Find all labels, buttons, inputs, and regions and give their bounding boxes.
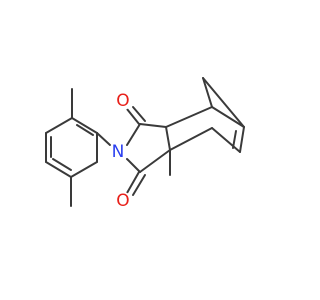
carbonyl-bottom-ring-bond <box>139 149 171 173</box>
atom-o1-label: O <box>116 91 129 111</box>
n-carbonyl-bottom-bond <box>126 158 141 173</box>
atom-o1: O <box>114 91 132 111</box>
atom-n1-label: N <box>112 142 125 162</box>
carbonyl-top-ring-bond <box>139 123 167 128</box>
ring-inner-double-1 <box>76 124 94 136</box>
n-carbonyl-top-bond <box>126 123 141 146</box>
cage-bond-2 <box>169 127 213 151</box>
atom-o2: O <box>114 191 132 211</box>
cage-bond-3 <box>211 106 245 128</box>
n-aryl-bond <box>96 132 111 146</box>
atom-n1-background <box>109 143 127 161</box>
ring-bond-4 <box>45 161 72 178</box>
bridge-bond-1 <box>202 77 213 108</box>
ring-bond-3 <box>70 161 98 178</box>
atom-o1-background <box>114 92 132 110</box>
molecule-structure: N O O <box>45 77 245 211</box>
co-bottom-bond-a <box>126 171 140 194</box>
cage-bond-1 <box>165 106 213 128</box>
co-bottom-bond-b <box>132 174 146 196</box>
bridge-bond-2 <box>202 77 245 128</box>
bond-layer <box>45 77 245 207</box>
ring-inner-double-2 <box>52 158 72 171</box>
cage-double-inner <box>232 130 237 149</box>
cage-double-outer <box>239 126 245 153</box>
co-top-bond-a <box>126 108 140 125</box>
co-top-bond-b <box>132 106 146 122</box>
atom-o2-background <box>114 192 132 210</box>
ring-bond-1 <box>71 117 98 134</box>
ring-bond-6 <box>45 117 73 134</box>
atom-o2-label: O <box>116 191 129 211</box>
ring-fusion-bond <box>165 126 171 151</box>
cage-bond-4 <box>211 127 241 153</box>
atom-n1: N <box>109 142 127 162</box>
